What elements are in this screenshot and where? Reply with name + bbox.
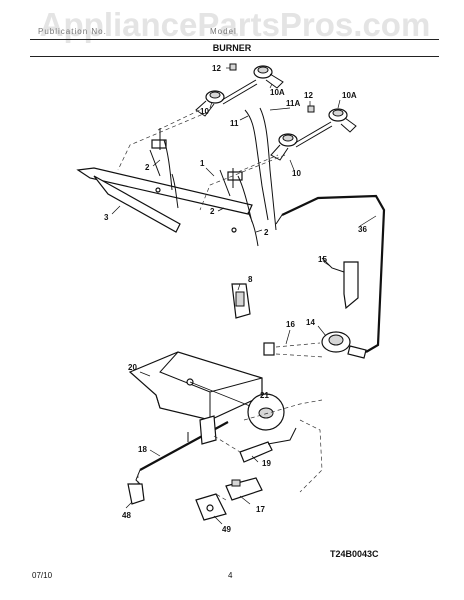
- electrode-posts: [159, 128, 234, 188]
- burner-bracket-48: [127, 483, 145, 505]
- burner-venturi-rear: [195, 100, 215, 117]
- gas-supply-assembly: [263, 194, 386, 359]
- callout-3: 3: [104, 213, 109, 222]
- oven-baffle-assembly: [128, 351, 323, 431]
- callout-10a-rear: 10A: [270, 88, 285, 97]
- orifice-clip-front: [307, 105, 315, 113]
- burner-cap-front-right: [332, 109, 344, 117]
- callout-14: 14: [306, 318, 315, 327]
- footer-page-number: 4: [228, 571, 233, 580]
- support-bracket-right: [227, 171, 243, 181]
- burner-support-posts: [149, 149, 231, 197]
- callout-21: 21: [260, 391, 269, 400]
- callout-2-middle: 2: [210, 207, 215, 216]
- baffle-grommet: [258, 407, 274, 419]
- gas-supply-tube-36: [281, 194, 386, 353]
- drawing-code: T24B0043C: [330, 549, 379, 559]
- callout-19: 19: [262, 459, 271, 468]
- union-fitting-16: [263, 342, 275, 356]
- burner-support-frame: [76, 128, 259, 247]
- igniter-wire-11a: [259, 107, 277, 231]
- orifice-clip-rear: [229, 63, 237, 71]
- oven-igniter-19: [239, 441, 273, 463]
- oven-burner-mount: [199, 415, 217, 445]
- callout-48: 48: [122, 511, 131, 520]
- callout-1: 1: [200, 159, 205, 168]
- section-title: BURNER: [212, 43, 252, 53]
- burner-tube-front-end: [340, 117, 357, 133]
- burner-frame-3: [93, 175, 181, 233]
- header-rule-bottom: [30, 56, 439, 57]
- callout-10-front: 10: [292, 169, 301, 178]
- burner-cap-rear-left: [209, 91, 221, 99]
- callout-12-front: 12: [304, 91, 313, 100]
- regulator-fitting: [347, 345, 367, 359]
- regulator-bracket-15: [343, 261, 359, 310]
- callout-18: 18: [138, 445, 147, 454]
- screw-left: [155, 187, 161, 193]
- header-publication: Publication No.: [38, 27, 107, 36]
- leader-lines: [111, 67, 377, 525]
- footer-date: 07/10: [32, 571, 53, 580]
- burner-tube-rear-end: [265, 73, 284, 89]
- callout-10a-front: 10A: [342, 91, 357, 100]
- callout-11: 11: [230, 119, 239, 128]
- burner-cap-front-left: [282, 134, 294, 142]
- callout-36: 36: [358, 225, 367, 234]
- burner-cap-rear-right: [257, 66, 269, 74]
- callout-17: 17: [256, 505, 265, 514]
- callout-11a: 11A: [286, 99, 300, 108]
- callout-labels: 12 10A 10 11A 12 10A 11 1 2 10 3 2 2 36 …: [104, 64, 367, 534]
- callout-49: 49: [222, 525, 231, 534]
- igniter-lead-wire: [267, 427, 297, 445]
- burner-venturi-front: [270, 144, 289, 161]
- spark-electrode-wires-right: [237, 175, 259, 247]
- callout-2-upper: 2: [145, 163, 150, 172]
- callout-2-right: 2: [264, 228, 269, 237]
- screw-right: [231, 227, 237, 233]
- wire-harness-15: [321, 257, 345, 273]
- header-rule-top: [30, 39, 439, 40]
- callout-12-rear: 12: [212, 64, 221, 73]
- safety-valve-17: [225, 477, 263, 501]
- callout-15: 15: [318, 255, 327, 264]
- callout-10-rear: 10: [200, 107, 209, 116]
- support-bracket-left: [151, 139, 167, 149]
- callout-8: 8: [248, 275, 253, 284]
- oven-burner-assembly: [127, 415, 323, 521]
- callout-20: 20: [128, 363, 137, 372]
- spark-electrode-wires-left: [163, 139, 179, 209]
- callout-16: 16: [286, 320, 295, 329]
- igniter-wire-11: [244, 109, 269, 221]
- burner-assembly: [195, 63, 357, 231]
- burner-tube-rear: [221, 79, 258, 105]
- burner-support-bar: [76, 167, 253, 215]
- burner-tube-front: [294, 121, 333, 148]
- igniter-switch-8: [231, 283, 251, 319]
- header-model: Model: [210, 27, 237, 36]
- watermark: AppliancePartsPros.com: [39, 6, 431, 43]
- explode-lines-top: [117, 109, 286, 211]
